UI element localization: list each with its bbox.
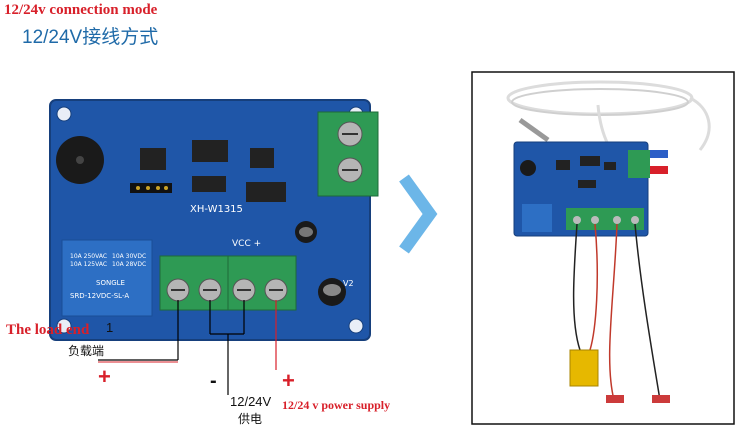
relay-rating: 10A 28VDC [112,261,146,268]
relay-rating: 10A 30VDC [112,253,146,260]
terminal-block-power [227,255,297,311]
chip [192,176,226,192]
relay-brand: SONGLE [96,279,125,287]
relay-rating: 10A 250VAC [70,253,107,260]
chevron-right-icon [399,174,438,254]
power-supply-label: 12/24 v power supply [282,398,391,412]
supply-minus-sign: - [210,370,217,392]
supply-plus-sign: + [282,368,295,393]
title-english: 12/24v connection mode [4,2,158,18]
wiring-diagram-lines [98,300,277,395]
chip [250,148,274,168]
relay-model: SRD-12VDC-SL-A [70,292,129,300]
load-device [569,349,599,387]
board-model-label: XH-W1315 [190,204,243,215]
load-end-cn: 负载端 [68,344,105,358]
relay [61,239,153,317]
load-end-label: The load end [6,322,90,338]
relay-rating: 10A 125VAC [70,261,107,268]
chip [192,140,228,162]
v2-label: V2 [343,279,354,288]
terminal-block-load [159,255,229,311]
chip [140,148,166,170]
supply-cn-label: 供电 [238,412,263,426]
title-chinese: 12/24V接线方式 [22,27,159,48]
vcc-label: VCC + [232,239,261,249]
chip [246,182,286,202]
load-end-mark: 1 [106,320,114,335]
supply-voltage-label: 12/24V [230,394,272,409]
controller-board-left: XH-W1315 V2 SRD-12VDC-SL-A SONGLE 10A 25… [49,99,379,341]
wiring-photo-right [471,71,735,425]
load-plus-sign: + [98,364,111,389]
